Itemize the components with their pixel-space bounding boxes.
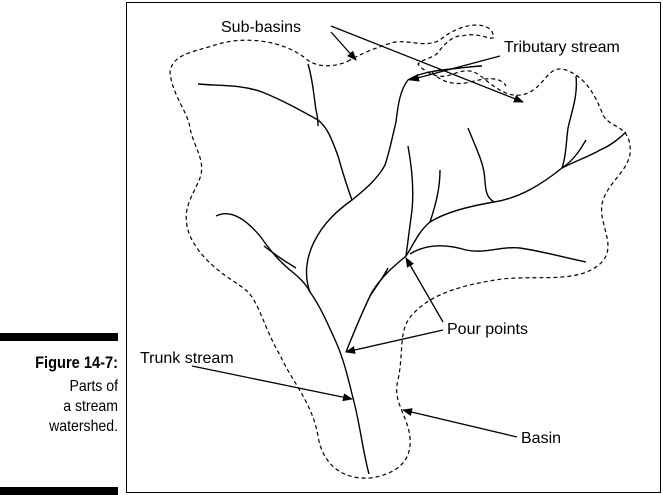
branch-lower-right [409, 245, 587, 263]
branch-right-upper [561, 75, 578, 169]
label-trunk-stream: Trunk stream [140, 350, 234, 367]
caption-line-1: Parts of [69, 378, 118, 395]
arrow-pour-point-1 [405, 257, 444, 323]
branch-mid-left [405, 145, 414, 257]
branch-mid-small [429, 169, 441, 223]
sub-basin-outline [431, 71, 507, 87]
arrow-basin [402, 408, 518, 438]
branch-right-far [561, 131, 627, 169]
label-sub-basins: Sub-basins [221, 19, 301, 36]
caption-line-3: watershed. [49, 418, 119, 435]
label-tributary-stream: Tributary stream [504, 39, 620, 56]
branch-mid-right [467, 127, 495, 203]
branch-left-top [197, 83, 353, 201]
tributary-stream-upper [395, 65, 483, 123]
arrow-trunk-stream [191, 365, 353, 402]
figure-number: Figure 14-7: [35, 353, 118, 372]
arrow-sub-basins-1 [330, 31, 357, 61]
trunk-stream [305, 121, 397, 475]
caption-top-bar [0, 333, 118, 341]
arrow-pour-point-2 [345, 329, 444, 354]
caption-bottom-bar [0, 487, 118, 495]
label-basin: Basin [521, 430, 561, 447]
branch-left-top-tip [307, 63, 319, 127]
arrow-sub-basins-2 [330, 25, 524, 103]
basin-outline [169, 24, 631, 479]
diagram-frame [126, 2, 661, 493]
branch-left-lower-tip [263, 245, 297, 269]
branch-left-lower [215, 213, 311, 293]
branch-lower-right-spur [369, 267, 389, 297]
arrow-tributary [409, 55, 501, 82]
caption-line-2: a stream [63, 398, 118, 415]
label-pour-points: Pour points [447, 321, 528, 338]
